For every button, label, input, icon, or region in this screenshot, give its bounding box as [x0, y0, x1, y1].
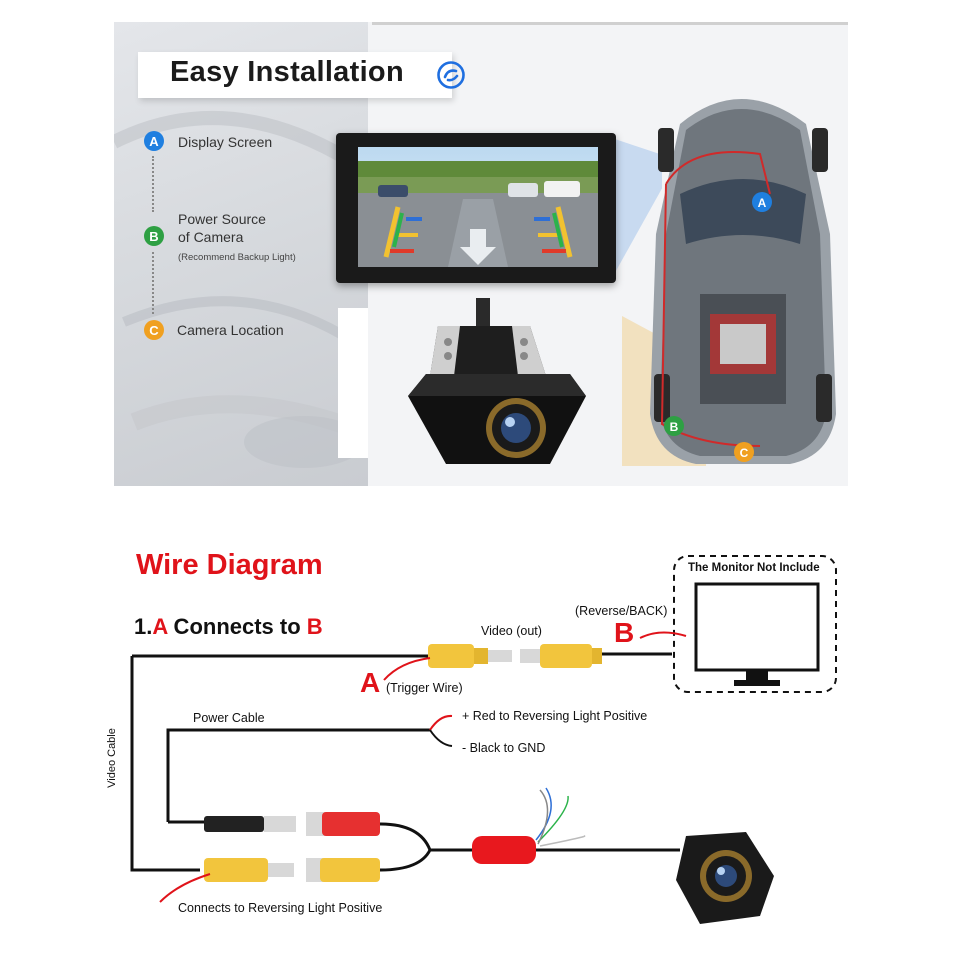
marker-a: A: [360, 667, 381, 698]
step-b-label: Power Source of Camera: [178, 211, 266, 245]
car-cutaway-illustration: A B C: [640, 84, 846, 470]
car-marker-a: A: [758, 196, 767, 210]
connects-b: B: [306, 614, 323, 639]
backup-camera-view: [358, 147, 598, 267]
step-c-badge: C: [144, 320, 164, 340]
power-cable-label: Power Cable: [193, 711, 265, 725]
car-interior-background: [110, 22, 372, 486]
white-backplate: [338, 308, 368, 458]
trigger-wire-label: (Trigger Wire): [386, 681, 463, 695]
step-connector: [152, 156, 158, 212]
reversing-positive-label: Connects to Reversing Light Positive: [178, 901, 383, 915]
red-positive-label: + Red to Reversing Light Positive: [462, 709, 648, 723]
divider: [372, 22, 848, 25]
installation-title: Easy Installation: [170, 56, 404, 88]
car-marker-b: B: [670, 420, 679, 434]
step-a-label: Display Screen: [178, 134, 273, 150]
connects-prefix: 1.: [134, 614, 153, 639]
wiring-diagram: [0, 540, 960, 960]
video-cable-label: Video Cable: [105, 728, 118, 788]
connects-mid: Connects to: [167, 614, 307, 639]
video-out-label: Video (out): [481, 624, 542, 638]
step-c-label: Camera Location: [177, 322, 284, 338]
reverse-back-label: (Reverse/BACK): [575, 604, 668, 618]
step-connector: [152, 252, 158, 314]
connects-a: A: [152, 614, 168, 639]
wire-diagram-title: Wire Diagram: [136, 549, 323, 581]
black-gnd-label: - Black to GND: [462, 741, 546, 755]
step-a-badge: A: [144, 131, 164, 151]
monitor-label: The Monitor Not Include: [686, 562, 822, 574]
car-marker-c: C: [740, 446, 749, 460]
step-b-note: (Recommend Backup Light): [178, 252, 296, 263]
step-b-badge: B: [144, 226, 164, 246]
brand-logo-icon: [436, 60, 466, 90]
backup-camera-product: [400, 296, 590, 472]
marker-b: B: [614, 617, 635, 648]
title-card: [138, 52, 452, 98]
connects-heading: 1.A Connects to B: [134, 614, 323, 640]
